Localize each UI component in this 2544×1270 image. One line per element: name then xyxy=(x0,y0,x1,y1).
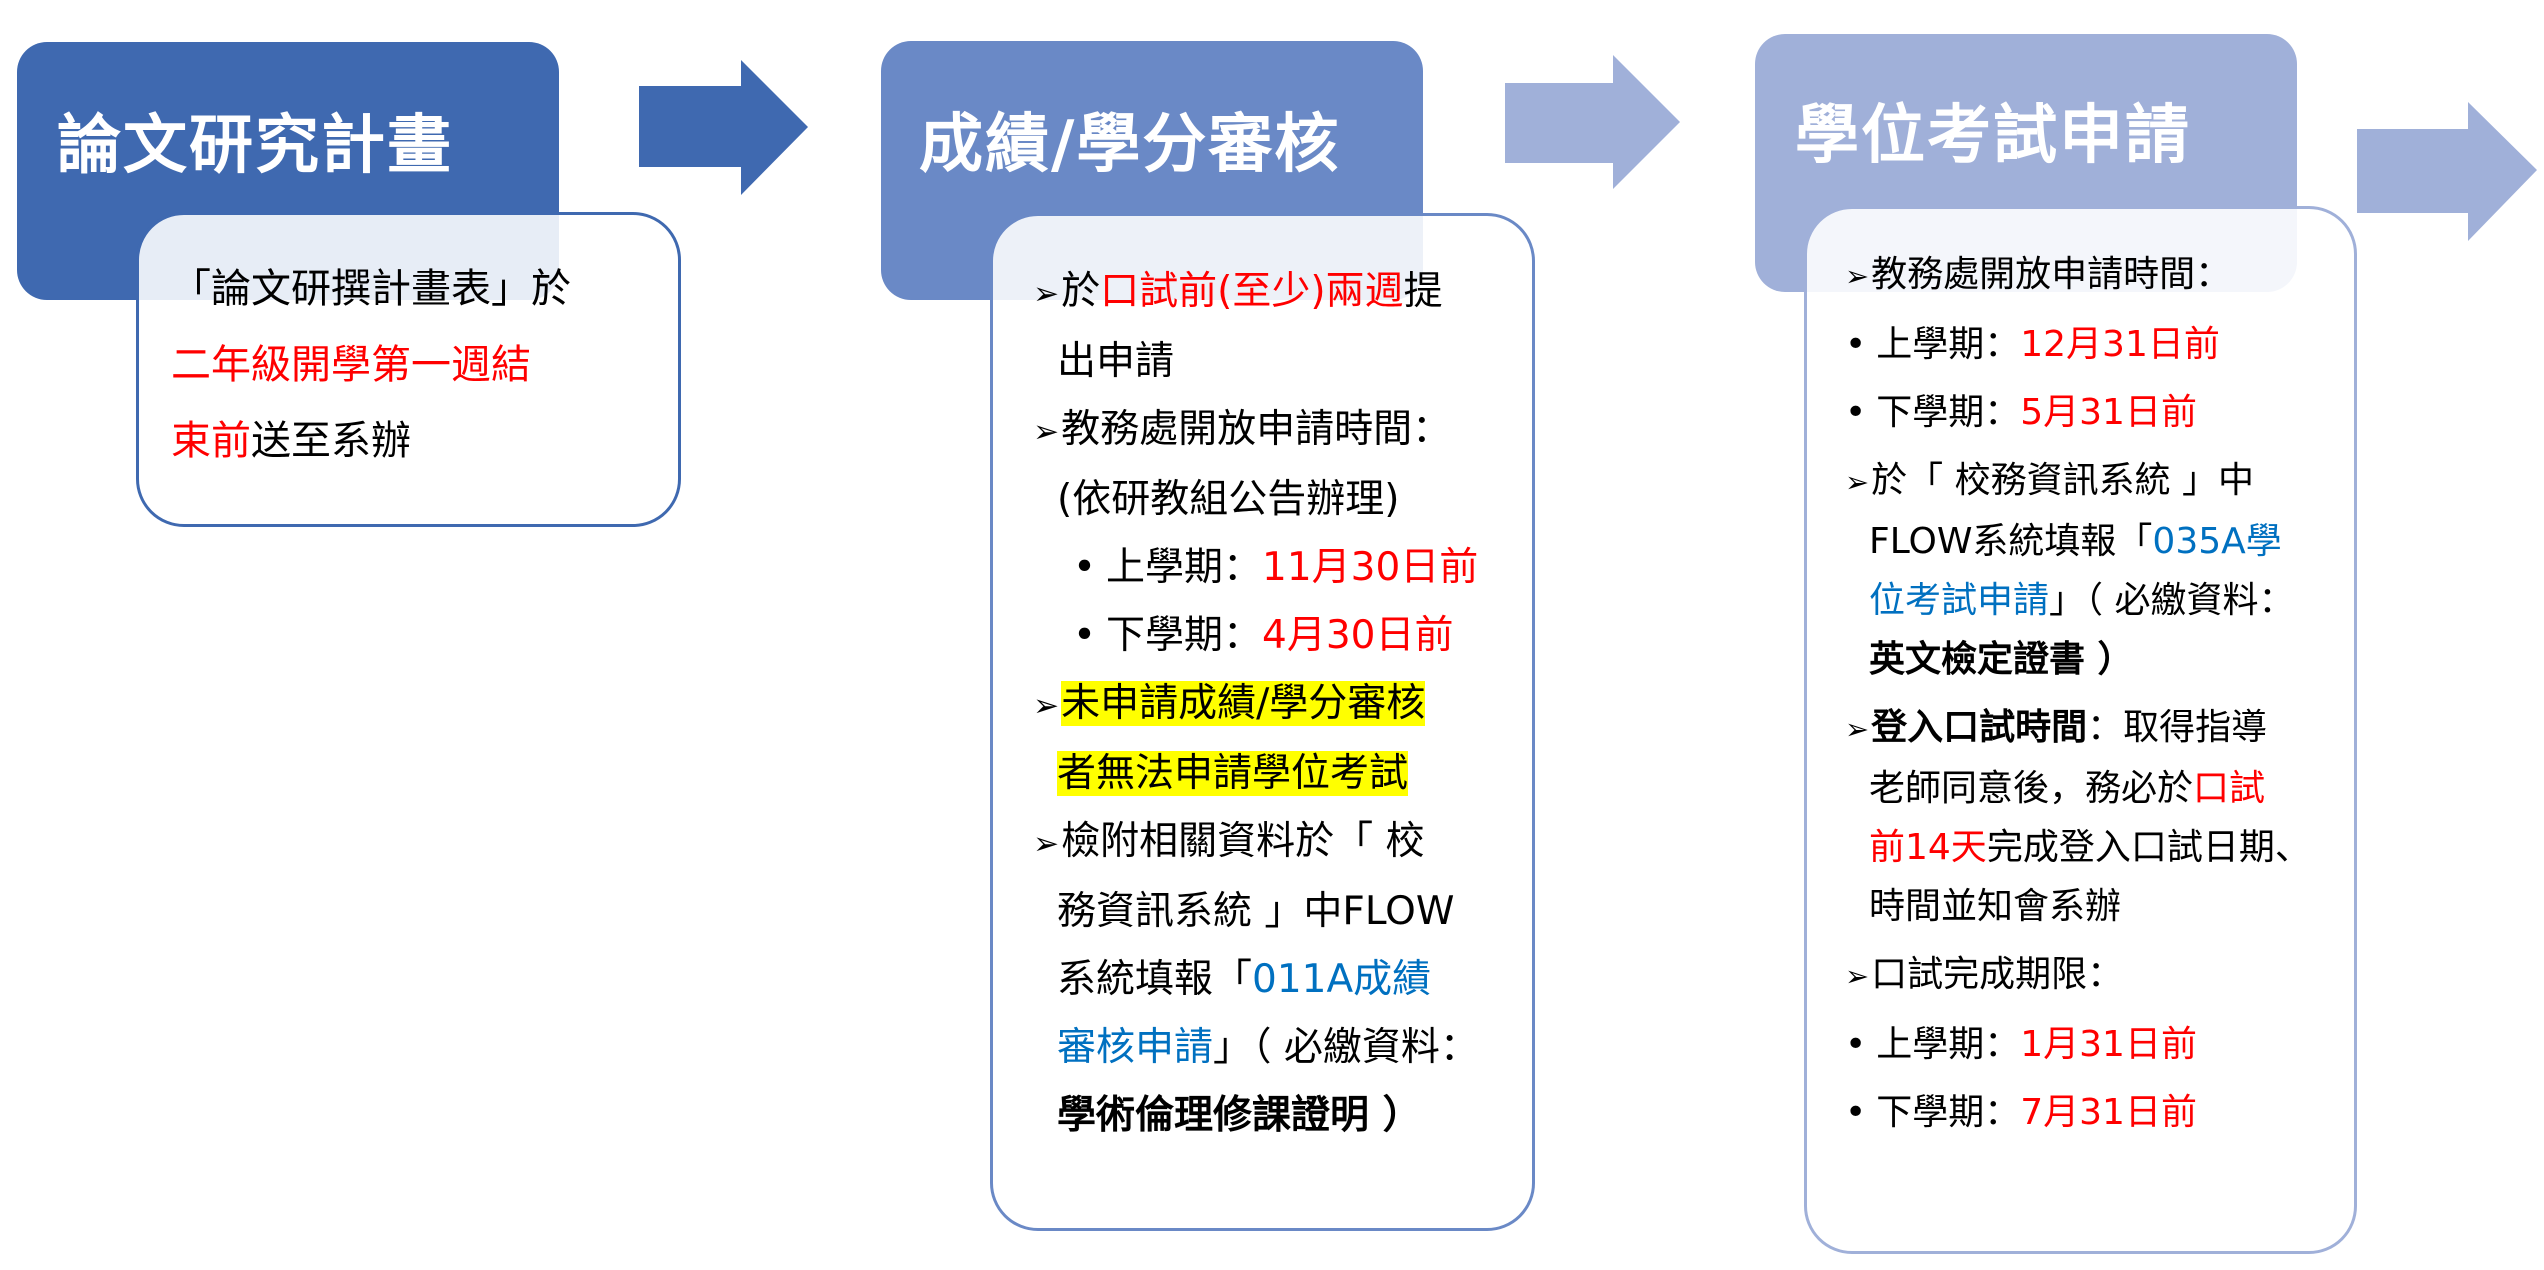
detail-text: 送至系辦 xyxy=(251,418,411,464)
emphasis-text: 束前 xyxy=(171,418,251,464)
detail-text: 於「 校務資訊系統 」中 xyxy=(1871,460,2255,501)
required-document: 學術倫理修課證明 ） xyxy=(1057,1093,1422,1138)
detail-text: 」（ 必繳資料： xyxy=(2049,580,2295,621)
arrow-bullet-icon: ➢ xyxy=(1845,259,1870,293)
deadline-text: 4月30日前 xyxy=(1262,613,1454,658)
highlighted-text: 未申請成績/學分審核 xyxy=(1061,681,1426,726)
list-item: ➢檢附相關資料於「 校 xyxy=(1033,808,1479,878)
detail-line: 「論文研撰計畫表」於 xyxy=(171,266,571,312)
detail-text: 下學期： xyxy=(1876,1092,2021,1133)
detail-text: FLOW系統填報「 xyxy=(1869,521,2153,562)
highlighted-text: 者無法申請學位考試 xyxy=(1057,751,1409,796)
sub-item: •下學期：7月31日前 xyxy=(1845,1083,2311,1142)
sub-item: •上學期：1月31日前 xyxy=(1845,1015,2311,1074)
list-item: ➢口試完成期限： xyxy=(1845,945,2311,1006)
detail-text: 時間並知會系辦 xyxy=(1869,886,2122,927)
step-title: 成績/學分審核 xyxy=(919,108,1341,182)
detail-line: 者無法申請學位考試 xyxy=(1033,740,1479,808)
sub-item: •下學期：5月31日前 xyxy=(1845,383,2311,442)
detail-line: 審核申請」（ 必繳資料： xyxy=(1033,1014,1479,1082)
deadline-text: 12月31日前 xyxy=(2020,324,2220,365)
detail-text: (依研教組公告辦理) xyxy=(1057,477,1400,522)
step-detail-box: ➢教務處開放申請時間： •上學期：12月31日前 •下學期：5月31日前 ➢於「… xyxy=(1804,206,2357,1254)
dot-bullet-icon: • xyxy=(1845,392,1867,433)
step-title: 論文研究計畫 xyxy=(57,109,453,183)
arrow-bullet-icon: ➢ xyxy=(1033,826,1060,862)
detail-text: 」（ 必繳資料： xyxy=(1213,1025,1479,1070)
list-item: ➢教務處開放申請時間： xyxy=(1845,245,2311,306)
arrow-bullet-icon: ➢ xyxy=(1033,688,1060,724)
list-item: ➢登入口試時間：取得指導 xyxy=(1845,698,2311,759)
deadline-text: 1月31日前 xyxy=(2020,1024,2197,1065)
required-document: 英文檢定證書 ） xyxy=(1869,639,2134,680)
arrow-right-icon xyxy=(2357,102,2537,241)
deadline-text: 11月30日前 xyxy=(1262,545,1479,590)
list-item: ➢於「 校務資訊系統 」中 xyxy=(1845,451,2311,512)
dot-bullet-icon: • xyxy=(1845,1092,1867,1133)
emphasis-text: 口試 xyxy=(2193,768,2266,809)
detail-text: ：取得指導 xyxy=(2087,707,2268,748)
arrow-bullet-icon: ➢ xyxy=(1033,414,1060,450)
detail-text: 下學期： xyxy=(1106,613,1263,658)
emphasis-text: 口試前(至少)兩週 xyxy=(1100,269,1404,314)
detail-line: 束前送至系辦 xyxy=(171,403,571,479)
detail-text: 老師同意後，務必於 xyxy=(1869,768,2194,809)
detail-line-emphasis: 二年級開學第一週結 xyxy=(171,342,531,388)
arrow-bullet-icon: ➢ xyxy=(1845,959,1870,993)
detail-text: 上學期： xyxy=(1876,324,2021,365)
dot-bullet-icon: • xyxy=(1073,613,1097,658)
deadline-text: 7月31日前 xyxy=(2020,1092,2197,1133)
form-name: 011A成績 xyxy=(1252,957,1432,1002)
emphasis-text: 前14天 xyxy=(1869,827,1987,868)
detail-text: 出申請 xyxy=(1057,339,1175,384)
step-detail-box: 「論文研撰計畫表」於 二年級開學第一週結 束前送至系辦 xyxy=(136,212,681,527)
detail-text: 提 xyxy=(1403,269,1443,314)
step-title: 學位考試申請 xyxy=(1795,99,2191,173)
form-name: 位考試申請 xyxy=(1869,580,2050,621)
arrow-bullet-icon: ➢ xyxy=(1845,465,1870,499)
sub-item: •下學期：4月30日前 xyxy=(1033,602,1479,670)
detail-text: 上學期： xyxy=(1876,1024,2021,1065)
detail-line: FLOW系統填報「035A學 xyxy=(1845,512,2311,571)
form-name: 035A學 xyxy=(2152,521,2282,562)
detail-text: 教務處開放申請時間： xyxy=(1061,407,1452,452)
detail-text: 上學期： xyxy=(1106,545,1263,590)
arrow-bullet-icon: ➢ xyxy=(1033,276,1060,312)
detail-text: 於 xyxy=(1061,269,1101,314)
sub-item: •上學期：11月30日前 xyxy=(1033,534,1479,602)
detail-text: 下學期： xyxy=(1876,392,2021,433)
dot-bullet-icon: • xyxy=(1845,324,1867,365)
arrow-bullet-icon: ➢ xyxy=(1845,712,1870,746)
detail-text: 務資訊系統 」中FLOW xyxy=(1057,889,1455,934)
detail-line: 前14天完成登入口試日期、 xyxy=(1845,818,2311,877)
list-item: ➢未申請成績/學分審核 xyxy=(1033,670,1479,740)
detail-text: 系統填報「 xyxy=(1057,957,1253,1002)
dot-bullet-icon: • xyxy=(1845,1024,1867,1065)
list-item: ➢於口試前(至少)兩週提 xyxy=(1033,258,1479,328)
detail-line: 系統填報「011A成績 xyxy=(1033,946,1479,1014)
arrow-right-icon xyxy=(639,60,808,195)
list-item: ➢教務處開放申請時間： xyxy=(1033,396,1479,466)
arrow-right-icon xyxy=(1505,55,1680,189)
detail-text: 完成登入口試日期、 xyxy=(1986,827,2311,868)
detail-line: 位考試申請」（ 必繳資料： xyxy=(1845,571,2311,630)
detail-text: 口試完成期限： xyxy=(1871,954,2124,995)
bold-label: 登入口試時間 xyxy=(1871,707,2088,748)
form-name: 審核申請 xyxy=(1057,1025,1214,1070)
step-detail-box: ➢於口試前(至少)兩週提 出申請 ➢教務處開放申請時間： (依研教組公告辦理) … xyxy=(990,213,1535,1231)
detail-line: 老師同意後，務必於口試 xyxy=(1845,759,2311,818)
deadline-text: 5月31日前 xyxy=(2020,392,2197,433)
dot-bullet-icon: • xyxy=(1073,545,1097,590)
detail-text: 教務處開放申請時間： xyxy=(1871,254,2232,295)
sub-item: •上學期：12月31日前 xyxy=(1845,315,2311,374)
detail-text: 檢附相關資料於「 校 xyxy=(1061,819,1425,864)
